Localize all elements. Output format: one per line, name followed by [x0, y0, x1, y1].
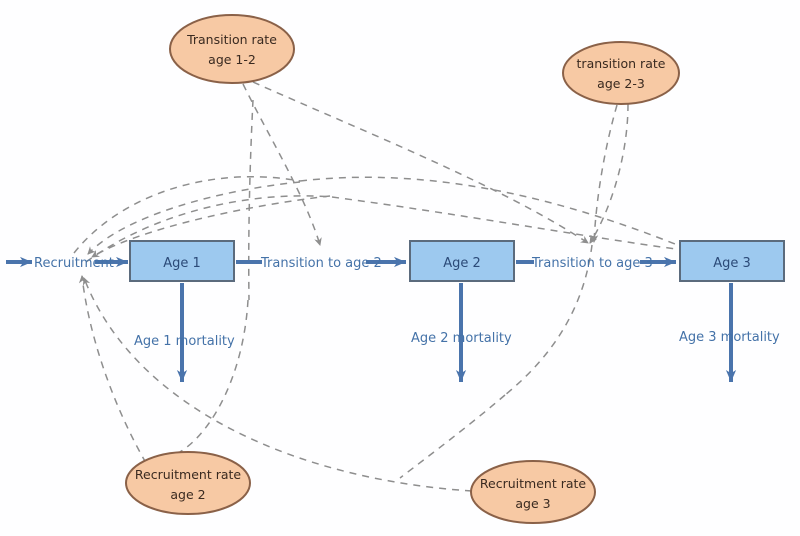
- stock-label-age-1: Age 1: [163, 256, 201, 271]
- flow-label-age-2-mortality: Age 2 mortality: [411, 331, 512, 346]
- link-curve-age1-down: [179, 299, 249, 453]
- link-rr2-to-recruitment: [78, 275, 147, 464]
- flow-label-transition-to-age-2: Transition to age 2: [260, 256, 382, 271]
- flow-label-recruitment: Recruitment: [34, 256, 114, 271]
- link-tr23-to-trans2b: [589, 103, 629, 244]
- aux-label-transition-rate-1-2-line2: age 1-2: [208, 52, 256, 67]
- link-upper-to-recruitment-a: [87, 181, 301, 255]
- stock-label-age-3: Age 3: [713, 256, 751, 271]
- flow-label-age-1-mortality: Age 1 mortality: [134, 334, 235, 349]
- aux-label-transition-rate-2-3-line1: transition rate: [577, 56, 666, 71]
- link-tr12-to-trans2: [242, 83, 322, 246]
- aux-label-transition-rate-1-2-line1: Transition rate: [186, 32, 277, 47]
- stock-label-age-2: Age 2: [443, 256, 481, 271]
- stock-box-age-2[interactable]: [409, 240, 515, 282]
- link-curve-to-rr3: [399, 394, 506, 479]
- link-rr3-to-recruitment: [82, 277, 473, 492]
- link-tr12-to-trans3: [252, 81, 589, 244]
- aux-label-transition-rate-2-3-line2: age 2-3: [597, 76, 645, 91]
- link-arc-left-mid: [85, 195, 333, 263]
- flow-label-transition-to-age-3: Transition to age 3: [531, 256, 653, 271]
- aux-ellipse-transition-rate-1-2[interactable]: [169, 14, 295, 84]
- aux-label-recruitment-rate-2-line1: Recruitment rate: [135, 467, 241, 482]
- link-arc-top-right: [299, 176, 681, 247]
- link-upper-to-recruitment-b: [91, 195, 331, 258]
- aux-label-recruitment-rate-2-line2: age 2: [170, 487, 205, 502]
- stock-nodes: [129, 240, 785, 282]
- aux-ellipse-recruitment-rate-2[interactable]: [125, 451, 251, 515]
- link-arc-mid-right: [331, 196, 677, 250]
- link-arc-left-top: [73, 175, 301, 254]
- auxiliary-nodes: [125, 14, 680, 524]
- stock-box-age-1[interactable]: [129, 240, 235, 282]
- flow-label-age-3-mortality: Age 3 mortality: [679, 330, 780, 345]
- stock-box-age-3[interactable]: [679, 240, 785, 282]
- aux-label-recruitment-rate-3-line1: Recruitment rate: [480, 476, 586, 491]
- aux-ellipse-transition-rate-2-3[interactable]: [562, 41, 680, 105]
- link-tr23-to-trans3: [590, 104, 618, 243]
- link-curve-age2-down: [504, 244, 593, 396]
- aux-ellipse-recruitment-rate-3[interactable]: [470, 460, 596, 524]
- link-vertical-through-trans2: [247, 99, 254, 301]
- aux-label-recruitment-rate-3-line2: age 3: [515, 496, 550, 511]
